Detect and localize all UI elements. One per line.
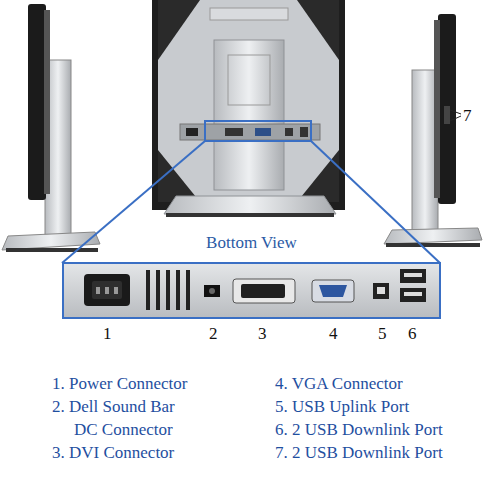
callout-number: 4: [329, 322, 338, 345]
right-side-view: [384, 14, 482, 247]
connector-panel: [62, 263, 440, 318]
legend-item: 5. USB Uplink Port: [275, 395, 409, 418]
bottom-view-panel: Bottom View: [62, 262, 441, 319]
legend-item: 4. VGA Connector: [275, 372, 403, 395]
zoom-line: [311, 141, 440, 263]
left-side-view: [2, 4, 100, 252]
legend-item: 7. 2 USB Downlink Port: [275, 441, 443, 464]
zoom-line: [62, 141, 205, 263]
leader-line: [450, 116, 461, 121]
leader-line: [450, 110, 461, 114]
view-heading: Bottom View: [64, 233, 439, 253]
rear-view: [152, 0, 345, 217]
callout-number: 2: [209, 322, 218, 345]
callout-number: 7: [463, 104, 472, 127]
legend-item: 3. DVI Connector: [52, 441, 174, 464]
legend-item: 2. Dell Sound Bar DC Connector: [52, 395, 194, 441]
callout-number: 6: [408, 322, 417, 345]
callout-number: 1: [103, 322, 112, 345]
callout-number: 5: [378, 322, 387, 345]
legend-item: 6. 2 USB Downlink Port: [275, 418, 443, 441]
legend-item: 1. Power Connector: [52, 372, 188, 395]
callout-number: 3: [258, 322, 267, 345]
